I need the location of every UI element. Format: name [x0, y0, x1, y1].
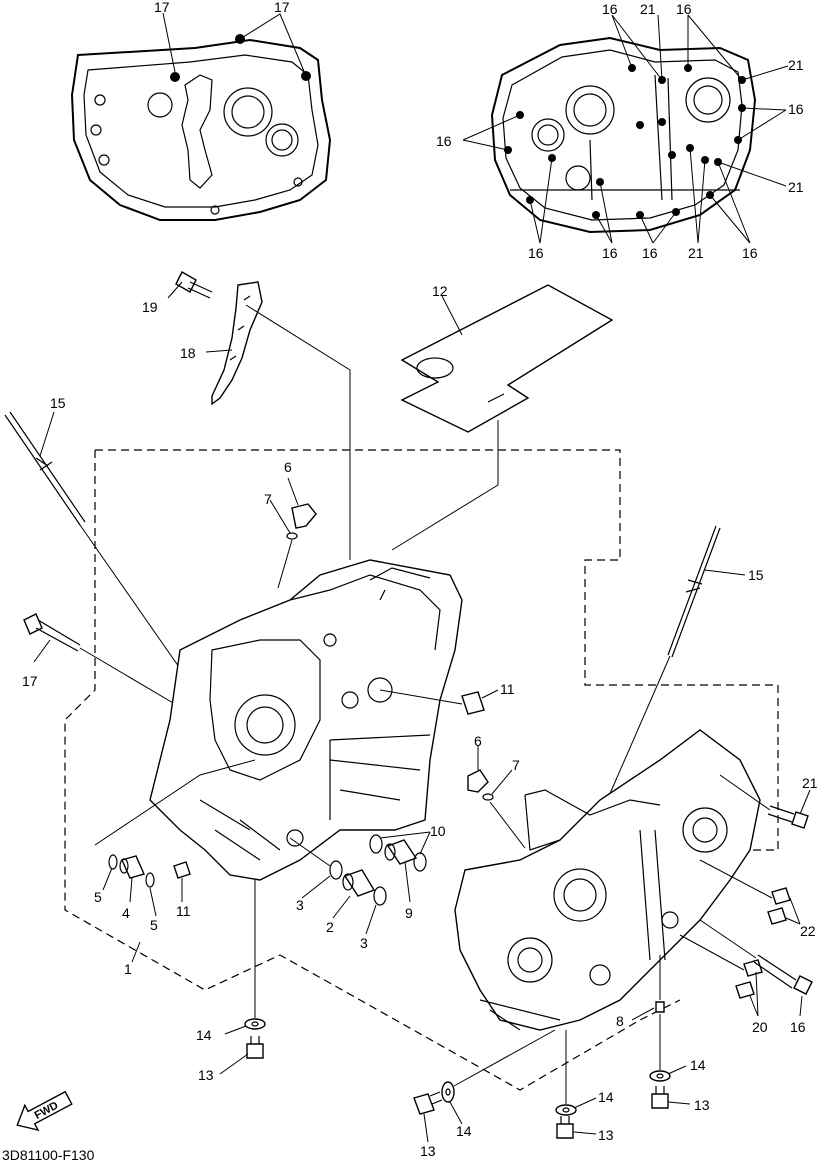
bolt-19: [167, 271, 213, 299]
oring-10: [369, 831, 431, 872]
callout-21: 21: [640, 1, 656, 17]
callout-17: 17: [22, 673, 38, 689]
bolt-8: [631, 955, 665, 1021]
callout-5: 5: [150, 917, 158, 933]
callout-6: 6: [474, 733, 482, 749]
callout-13: 13: [694, 1097, 710, 1113]
callout-2: 2: [326, 919, 334, 935]
ring-3: [289, 837, 387, 935]
callout-20: 20: [752, 1019, 768, 1035]
callout-19: 19: [142, 299, 158, 315]
washer-14-bottom: [441, 1029, 556, 1125]
callout-16: 16: [528, 245, 544, 261]
oring-7-left: [269, 499, 298, 589]
plug-6-right: [467, 746, 489, 793]
fwd-label: FWD: [33, 1100, 61, 1122]
callout-3: 3: [296, 897, 304, 913]
callout-16: 16: [602, 245, 618, 261]
callout-4: 4: [122, 905, 130, 921]
inset-right-case-face: [462, 14, 789, 244]
fwd-arrow-icon: FWD: [16, 1090, 73, 1132]
callout-6: 6: [284, 459, 292, 475]
gasket-12: [391, 284, 614, 551]
callout-9: 9: [405, 905, 413, 921]
right-crankcase: [454, 729, 761, 1031]
callout-5: 5: [94, 889, 102, 905]
callout-17: 17: [274, 0, 290, 15]
stud-15-right: [604, 525, 746, 806]
callout-11: 11: [500, 681, 515, 697]
diagram-code: 3D81100-F130: [2, 1147, 95, 1163]
callout-13: 13: [198, 1067, 214, 1083]
callout-21: 21: [802, 775, 818, 791]
washer-14-right: [649, 1014, 687, 1082]
callout-14: 14: [196, 1027, 212, 1043]
callout-12: 12: [432, 283, 448, 299]
callout-1: 1: [124, 961, 132, 977]
callout-16: 16: [788, 101, 804, 117]
dowel-11-lower: [173, 861, 191, 902]
bolt-17-left: [23, 613, 186, 711]
bolt-13-right: [651, 1086, 691, 1109]
callout-15: 15: [748, 567, 764, 583]
left-crankcase: [149, 559, 463, 881]
callout-17: 17: [154, 0, 170, 15]
callout-21: 21: [788, 179, 804, 195]
callout-13: 13: [598, 1127, 614, 1143]
clip-5: [94, 759, 256, 917]
callout-16: 16: [676, 1, 692, 17]
callout-14: 14: [690, 1057, 706, 1073]
callout-16: 16: [436, 133, 452, 149]
callout-13: 13: [420, 1143, 436, 1159]
inset-left-case-face: [70, 12, 332, 221]
stud-15-left: [4, 411, 196, 691]
callout-16: 16: [602, 1, 618, 17]
callout-labels: 17 17 16 21 16 21 16 16 21 16 16 16 21 1…: [22, 0, 818, 1159]
callout-15: 15: [50, 395, 66, 411]
callout-18: 18: [180, 345, 196, 361]
plug-6-left: [287, 477, 317, 529]
bolt-21-right: [719, 774, 811, 829]
callout-7: 7: [512, 757, 520, 773]
washer-14-left: [224, 880, 266, 1035]
assembly-boundary-1: [64, 449, 779, 1091]
callout-14: 14: [456, 1123, 472, 1139]
callout-16: 16: [790, 1019, 806, 1035]
cover-18: [205, 281, 351, 560]
callout-8: 8: [616, 1013, 624, 1029]
callout-16: 16: [742, 245, 758, 261]
washer-14-center: [555, 1030, 597, 1116]
callout-3: 3: [360, 935, 368, 951]
bushing-4: [119, 855, 145, 903]
bolt-13-center: [556, 1116, 597, 1139]
callout-21: 21: [688, 245, 704, 261]
dowel-11-upper: [379, 689, 499, 715]
bushing-9: [384, 839, 418, 903]
bolt-13-bottom: [413, 1091, 443, 1143]
oring-7-right: [482, 769, 526, 849]
bolt-16-right: [699, 919, 813, 1017]
bolt-13-left: [219, 1036, 264, 1075]
leader-1: [131, 941, 141, 963]
callout-11: 11: [176, 903, 191, 919]
dowels-20: [679, 934, 763, 1017]
callout-10: 10: [430, 823, 446, 839]
callout-14: 14: [598, 1089, 614, 1105]
bushing-2: [332, 869, 376, 919]
callout-22: 22: [800, 923, 816, 939]
callout-21: 21: [788, 57, 804, 73]
callout-16: 16: [642, 245, 658, 261]
dowels-22: [699, 859, 801, 925]
callout-7: 7: [264, 491, 272, 507]
